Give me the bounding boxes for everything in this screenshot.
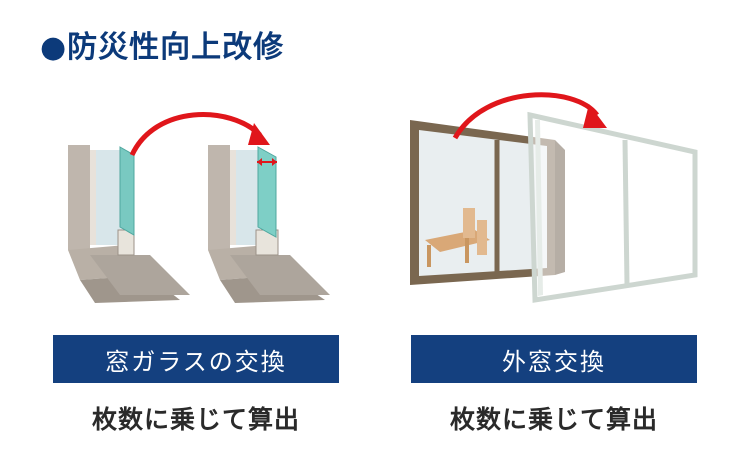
window-sash-before-icon [68,145,190,303]
glass-replacement-illustration [68,112,330,303]
outer-window-label: 外窓交換 [411,335,697,383]
glass-replacement-caption-text: 枚数に乗じて算出 [91,405,300,434]
section-heading: ●防災性向上改修 [40,22,284,66]
outer-window-caption-text: 枚数に乗じて算出 [449,405,658,434]
outer-window-caption: 枚数に乗じて算出 [411,398,697,438]
window-sash-after-icon [208,145,330,303]
outer-window-label-text: 外窓交換 [502,347,606,376]
glass-replacement-label-text: 窓ガラスの交換 [105,347,287,376]
replace-arrow-icon [129,112,270,157]
replace-arrow-icon [452,92,607,140]
old-window-frame-icon [410,120,565,285]
new-window-icon [527,111,698,303]
heading-title: ●防災性向上改修 [40,30,285,65]
outer-window-replacement-illustration [410,92,698,303]
glass-replacement-caption: 枚数に乗じて算出 [53,398,339,438]
glass-replacement-label: 窓ガラスの交換 [53,335,339,383]
